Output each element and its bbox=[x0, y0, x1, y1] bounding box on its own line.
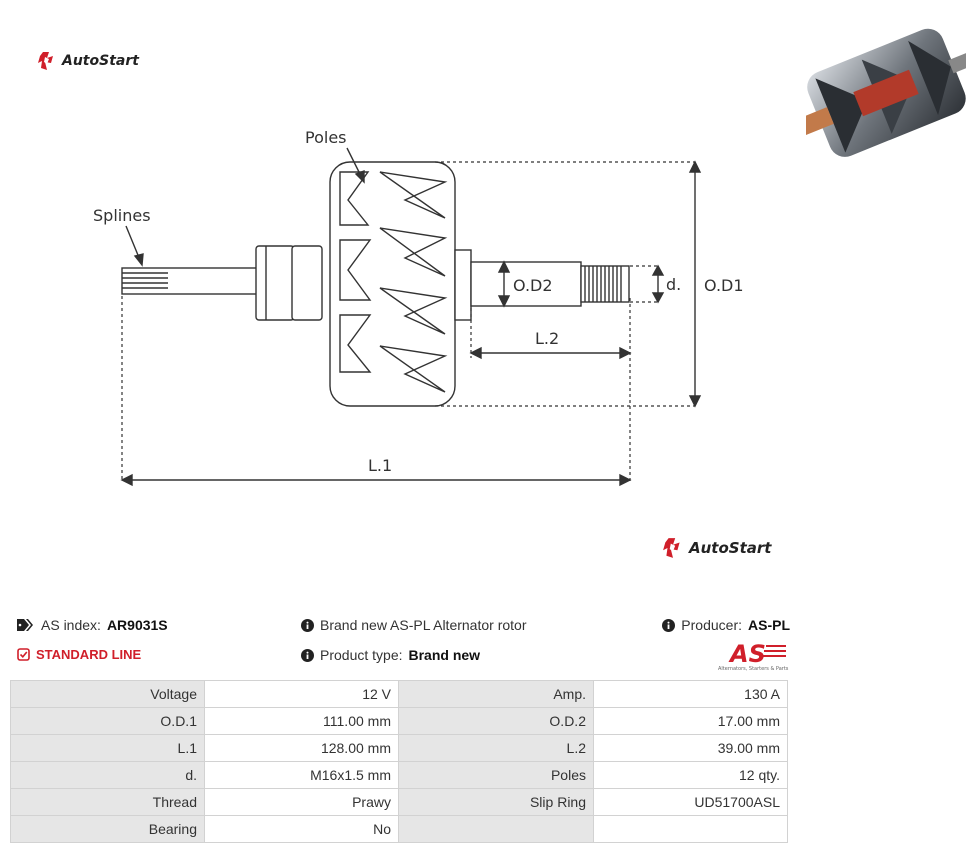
collar-right bbox=[454, 249, 472, 321]
producer-label: Producer: bbox=[681, 617, 742, 633]
spec-key: Thread bbox=[10, 788, 205, 816]
rotor-photo bbox=[806, 28, 966, 157]
autostart-logo-bottom: AutoStart bbox=[662, 537, 771, 559]
spec-key: L.2 bbox=[398, 734, 594, 762]
spec-key: Bearing bbox=[10, 815, 205, 843]
spec-value: No bbox=[204, 815, 399, 843]
table-row: Bearing No bbox=[10, 815, 788, 843]
spec-value: 39.00 mm bbox=[593, 734, 788, 762]
product-type: Product type: Brand new bbox=[301, 647, 480, 663]
table-row: Voltage 12 V Amp. 130 A bbox=[10, 680, 788, 708]
tags-icon bbox=[17, 619, 33, 631]
spec-key: Poles bbox=[398, 761, 594, 789]
spec-value: 130 A bbox=[593, 680, 788, 708]
as-logo-tagline: Alternators, Starters & Parts bbox=[718, 666, 789, 672]
spec-value bbox=[593, 815, 788, 843]
standard-line-label: STANDARD LINE bbox=[36, 647, 142, 662]
label-l2: L.2 bbox=[535, 329, 559, 348]
as-pl-logo: AS Alternators, Starters & Parts bbox=[718, 640, 789, 672]
checkbox-icon bbox=[17, 648, 30, 661]
table-row: Thread Prawy Slip Ring UD51700ASL bbox=[10, 788, 788, 816]
label-l1: L.1 bbox=[368, 456, 392, 475]
spec-key: Amp. bbox=[398, 680, 594, 708]
spec-key: O.D.2 bbox=[398, 707, 594, 735]
producer-value: AS-PL bbox=[748, 617, 790, 633]
label-poles: Poles bbox=[305, 128, 347, 147]
spec-value: M16x1.5 mm bbox=[204, 761, 399, 789]
product-type-label: Product type: bbox=[320, 647, 403, 663]
as-logo-text: AS bbox=[728, 640, 766, 668]
rotor-drawing: Poles Splines O.D2 d. O.D1 L.2 L.1 bbox=[93, 128, 744, 487]
spec-value: 12 qty. bbox=[593, 761, 788, 789]
autostart-logo-icon bbox=[663, 538, 680, 558]
shaft-left bbox=[121, 267, 259, 295]
as-index-value: AR9031S bbox=[106, 617, 168, 633]
spec-value: Prawy bbox=[204, 788, 399, 816]
autostart-logo-icon bbox=[38, 52, 53, 70]
spec-value: 17.00 mm bbox=[593, 707, 788, 735]
product-description: Brand new AS-PL Alternator rotor bbox=[301, 617, 526, 633]
spec-value: 128.00 mm bbox=[204, 734, 399, 762]
spec-key: Slip Ring bbox=[398, 788, 594, 816]
brand-name: AutoStart bbox=[689, 539, 772, 557]
spec-value: 12 V bbox=[204, 680, 399, 708]
spec-key: L.1 bbox=[10, 734, 205, 762]
label-d: d. bbox=[666, 275, 681, 294]
spec-key: O.D.1 bbox=[10, 707, 205, 735]
label-splines: Splines bbox=[93, 206, 151, 225]
description-text: Brand new AS-PL Alternator rotor bbox=[320, 617, 527, 633]
autostart-logo: AutoStart bbox=[37, 51, 139, 71]
producer: Producer: AS-PL bbox=[662, 617, 790, 633]
spec-key: Voltage bbox=[10, 680, 205, 708]
as-index-label: AS index: bbox=[41, 617, 101, 633]
table-row: d. M16x1.5 mm Poles 12 qty. bbox=[10, 761, 788, 789]
spec-table: Voltage 12 V Amp. 130 A O.D.1 111.00 mm … bbox=[10, 680, 788, 843]
spec-value: 111.00 mm bbox=[204, 707, 399, 735]
brand-name: AutoStart bbox=[62, 53, 139, 69]
standard-line: STANDARD LINE bbox=[17, 647, 141, 662]
info-icon bbox=[662, 618, 676, 632]
label-od2: O.D2 bbox=[513, 276, 553, 295]
label-od1: O.D1 bbox=[704, 276, 744, 295]
spec-key: d. bbox=[10, 761, 205, 789]
product-type-value: Brand new bbox=[408, 647, 481, 663]
info-icon bbox=[301, 618, 314, 632]
as-index: AS index: AR9031S bbox=[17, 617, 168, 633]
collar-2 bbox=[291, 245, 323, 321]
collar-1 bbox=[255, 245, 295, 321]
table-row: O.D.1 111.00 mm O.D.2 17.00 mm bbox=[10, 707, 788, 735]
spec-value: UD51700ASL bbox=[593, 788, 788, 816]
shaft-right bbox=[470, 261, 582, 307]
info-icon bbox=[301, 648, 314, 662]
spec-key bbox=[398, 815, 594, 843]
table-row: L.1 128.00 mm L.2 39.00 mm bbox=[10, 734, 788, 762]
